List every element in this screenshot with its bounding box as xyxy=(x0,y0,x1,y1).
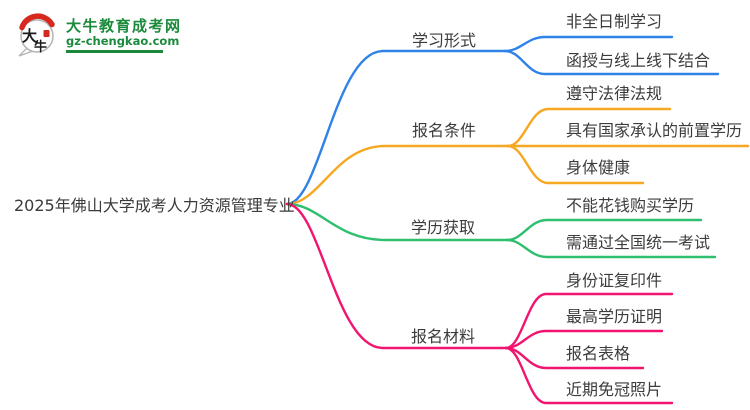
red-seal-stamp xyxy=(43,30,50,37)
branch-4-label[interactable]: 报名材料 xyxy=(411,327,476,346)
speech-bubble-circle xyxy=(20,19,54,53)
edge-branch-4-child-1 xyxy=(504,292,674,350)
logo-char-da: 大 xyxy=(22,27,37,45)
edge-branch-1 xyxy=(285,49,507,206)
site-name: 大牛教育成考网 xyxy=(66,17,182,35)
logo-char-niu: 牛 xyxy=(34,39,47,55)
edge-branch-4 xyxy=(285,202,508,350)
edge-branch-2-child-1 xyxy=(506,107,672,148)
branch-2-child-2-label[interactable]: 具有国家承认的前置学历 xyxy=(566,121,743,140)
edge-branch-3 xyxy=(285,202,509,242)
branch-4-child-1-label[interactable]: 身份证复印件 xyxy=(566,271,663,290)
branch-3-child-2-label[interactable]: 需通过全国统一考试 xyxy=(566,233,711,252)
branch-4-child-3-label[interactable]: 报名表格 xyxy=(566,344,631,363)
edge-branch-2 xyxy=(285,144,510,206)
branch-4-child-2-label[interactable]: 最高学历证明 xyxy=(566,307,663,326)
edge-branch-4-child-4 xyxy=(504,346,674,405)
branch-4-child-4-label[interactable]: 近期免冠照片 xyxy=(566,380,663,399)
logo-text-block: 大牛教育成考网 gz-chengkao.com xyxy=(66,10,182,53)
root-topic[interactable]: 2025年佛山大学成考人力资源管理专业 xyxy=(14,196,295,215)
branch-1-label[interactable]: 学习形式 xyxy=(412,31,477,50)
branch-2-child-1-label[interactable]: 遵守法律法规 xyxy=(566,84,663,103)
edge-branch-1-child-2 xyxy=(503,49,720,76)
edge-branch-3-child-2 xyxy=(505,238,717,259)
branch-3-child-1-label[interactable]: 不能花钱购买学历 xyxy=(566,196,695,215)
logo-underline xyxy=(66,50,163,53)
daniu-bull-logo-icon: 大 牛 xyxy=(18,13,55,57)
branch-1-child-2-label[interactable]: 函授与线上线下结合 xyxy=(566,51,711,70)
branch-2-child-3-label[interactable]: 身体健康 xyxy=(566,158,631,177)
edge-branch-1-child-1 xyxy=(503,35,674,53)
site-logo[interactable]: 大 牛 大牛教育成考网 gz-chengkao.com xyxy=(14,10,182,58)
red-beret-arc xyxy=(19,13,55,31)
site-domain: gz-chengkao.com xyxy=(66,34,180,48)
branch-3-label[interactable]: 学历获取 xyxy=(411,218,476,237)
edge-branch-2-child-3 xyxy=(506,144,645,185)
branch-1-child-1-label[interactable]: 非全日制学习 xyxy=(566,12,663,31)
edge-branch-3-child-1 xyxy=(505,218,703,242)
branch-2-label[interactable]: 报名条件 xyxy=(412,121,477,140)
